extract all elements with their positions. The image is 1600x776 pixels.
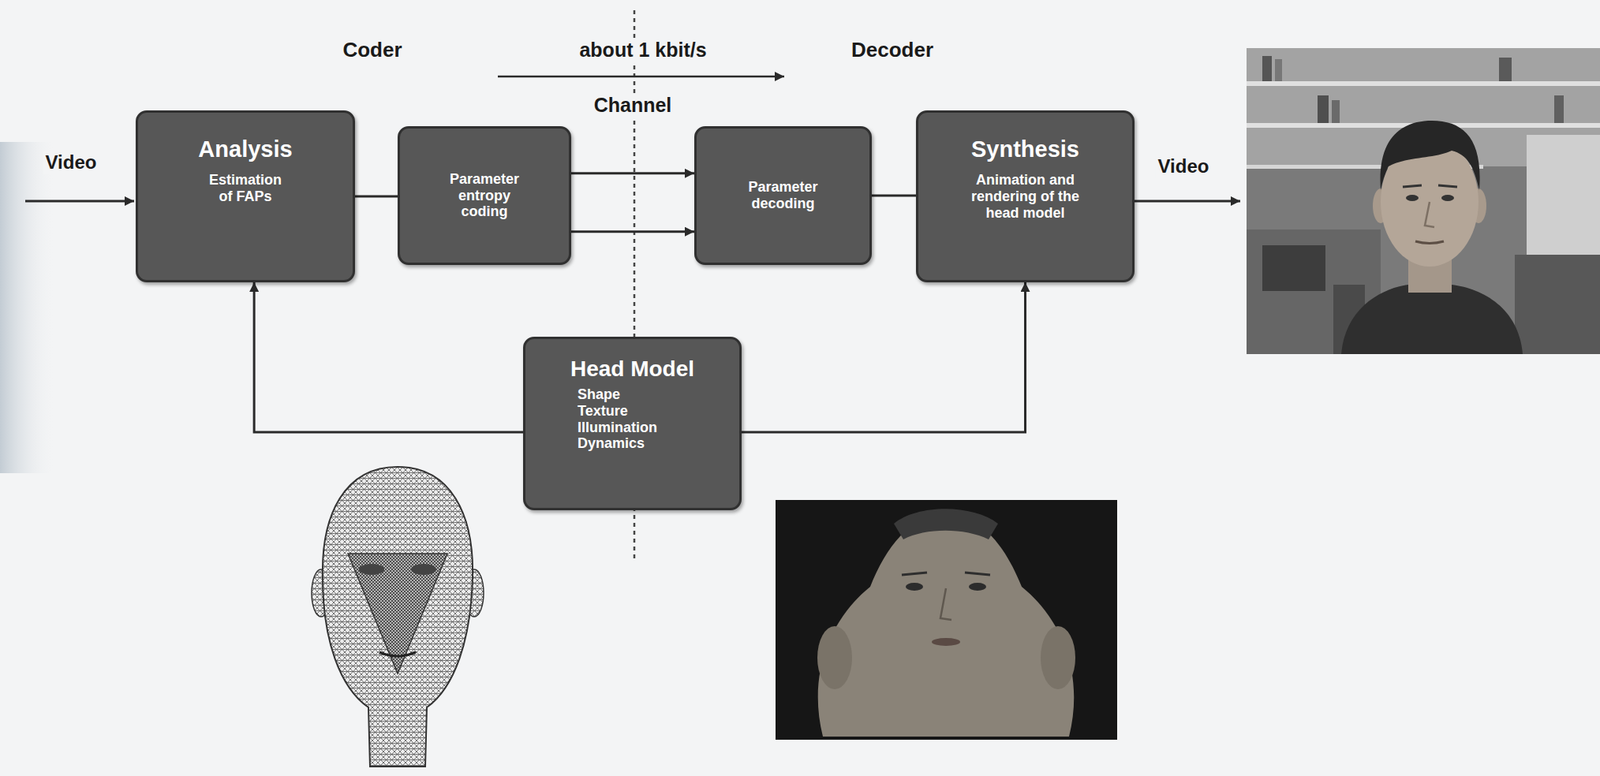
box-text: Animation and rendering of the head mode… bbox=[971, 171, 1081, 221]
video-in-arrow bbox=[25, 200, 135, 203]
connector-arrow bbox=[254, 282, 524, 433]
box-text: Illumination bbox=[577, 419, 658, 437]
video-input-label: Video bbox=[43, 151, 100, 175]
synthesis-box: SynthesisAnimation and rendering of the … bbox=[915, 110, 1135, 283]
box-title: Parameter entropy coding bbox=[436, 171, 533, 221]
background-shade bbox=[0, 142, 56, 474]
box-title: Synthesis bbox=[971, 136, 1080, 163]
box-text: Estimation of FAPs bbox=[201, 171, 290, 205]
box-text: Dynamics bbox=[577, 435, 645, 453]
box-text: Texture bbox=[577, 403, 629, 420]
box-text: Shape bbox=[577, 386, 621, 404]
analysis-box: AnalysisEstimation of FAPs bbox=[135, 110, 356, 283]
box-title: Head Model bbox=[570, 356, 695, 382]
wireframe-head bbox=[311, 467, 484, 767]
connector-arrow bbox=[741, 282, 1026, 433]
connector-arrow bbox=[871, 194, 916, 198]
bit-rate-label: about 1 kbit/s bbox=[576, 37, 709, 62]
channel-label: Channel bbox=[591, 93, 675, 117]
box-title: Parameter decoding bbox=[735, 179, 832, 212]
decoder-heading: Decoder bbox=[848, 37, 936, 63]
texture-map bbox=[775, 500, 1118, 741]
connector-arrow bbox=[571, 230, 695, 233]
entropy-coding-box: Parameter entropy coding bbox=[397, 126, 572, 266]
connector-arrow bbox=[571, 171, 695, 175]
coder-heading: Coder bbox=[340, 37, 404, 63]
video-frame-photo bbox=[1246, 48, 1600, 355]
head-model-box: Head ModelShapeTextureIlluminationDynami… bbox=[523, 336, 742, 511]
rate-arrow bbox=[497, 75, 785, 79]
video-output-label: Video bbox=[1155, 155, 1212, 179]
box-title: Analysis bbox=[198, 136, 292, 163]
connector-arrow bbox=[355, 195, 398, 199]
video-out-arrow bbox=[1134, 200, 1241, 203]
decoding-box: Parameter decoding bbox=[694, 126, 872, 266]
